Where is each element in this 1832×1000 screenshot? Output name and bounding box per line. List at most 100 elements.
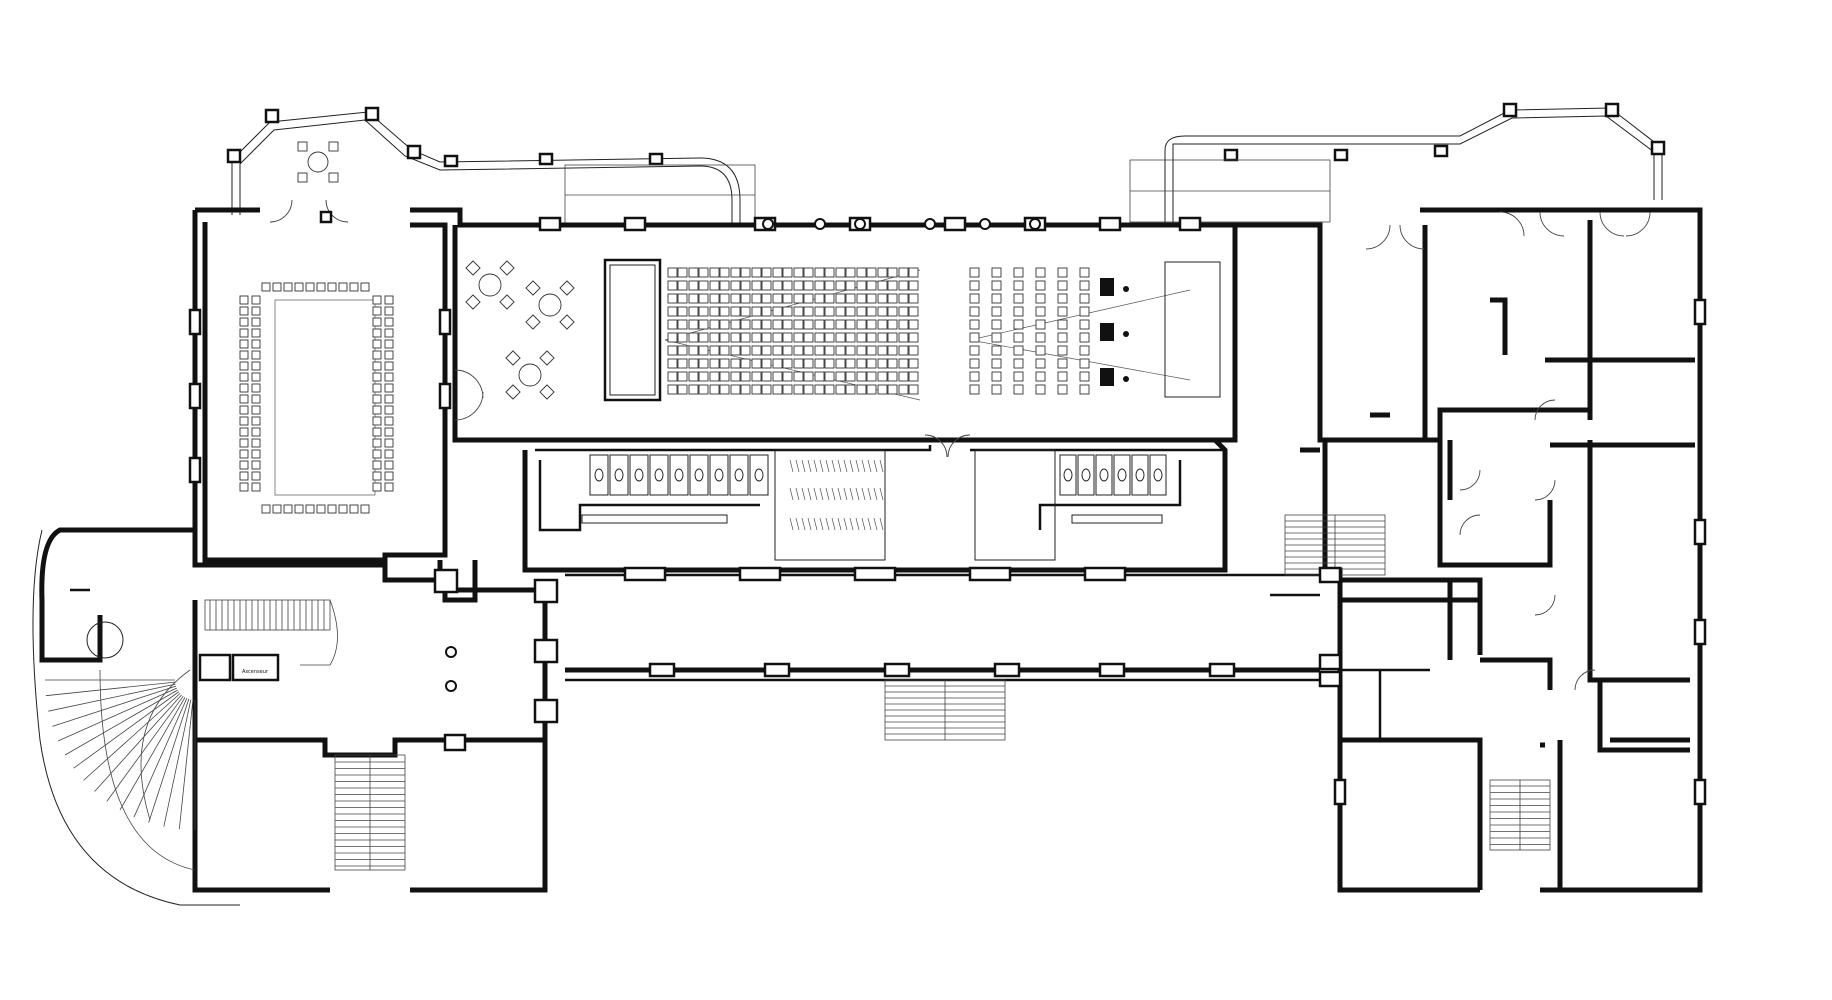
lecture-seat [740,293,751,304]
conference-chair [372,471,382,481]
lecture-seat [677,345,688,356]
west-staircase: Ascenseur [198,599,338,682]
round-table-chair [525,314,541,330]
lecture-seat [667,332,678,343]
lecture-seat [730,384,741,395]
corridor-pier [1083,566,1127,582]
round-table-chair [465,294,481,310]
lecture-seat [1035,293,1046,304]
conference-chair [239,394,249,404]
conference-chair [327,504,337,514]
lecture-seat [740,345,751,356]
lecture-seat [751,371,762,382]
lecture-seat [751,358,762,369]
facade-pier [1098,662,1126,678]
conference-chair [239,328,249,338]
conference-chair [294,282,304,292]
lecture-seat [898,345,909,356]
lecture-seat [991,280,1002,291]
round-table-chair [539,350,555,366]
east-stairs [1284,514,1551,851]
washbasin-mark [867,459,872,473]
lecture-seat [709,267,720,278]
lecture-seat [730,345,741,356]
terrace-pier [443,154,459,168]
washbasin-mark [807,517,812,531]
lecture-seat [1057,267,1068,278]
lecture-seat [803,371,814,382]
lecture-seat [803,306,814,317]
conference-chair [251,482,261,492]
conference-chair [372,449,382,459]
lecture-seat [898,306,909,317]
washbasin-mark [849,459,854,473]
toilet-stall [1059,454,1077,496]
lecture-seat [877,319,888,330]
lecture-seat [969,332,980,343]
lecture-seat [793,332,804,343]
toilet-stall [609,454,629,496]
lecture-seat [866,293,877,304]
washbasin-mark [807,487,812,501]
lecture-seat [1035,306,1046,317]
conference-chair [372,361,382,371]
lecture-seat [772,371,783,382]
lecture-seat [866,332,877,343]
lecture-seat [845,345,856,356]
toilet [1063,468,1073,482]
lecture-seat [887,384,898,395]
conference-chair [272,504,282,514]
toilet [1153,468,1163,482]
lecture-seat [730,319,741,330]
lecture-seat [1035,371,1046,382]
conference-chair [251,383,261,393]
washbasin-mark [795,459,800,473]
conference-chair [384,361,394,371]
lecture-seat [845,332,856,343]
lecture-seat [730,293,741,304]
lecture-seat [761,332,772,343]
lecture-seat [877,306,888,317]
lecture-seat [698,371,709,382]
lecture-seat [803,345,814,356]
lecture-seat [709,384,720,395]
round-table-chair [465,260,481,276]
lecture-seat [898,293,909,304]
toilet [614,468,624,482]
lecture-seat [887,358,898,369]
toilet-stall [1113,454,1131,496]
lecture-seat [730,280,741,291]
lounge [452,225,1238,443]
lecture-seat [866,371,877,382]
lecture-seat [730,332,741,343]
lecture-seat [835,345,846,356]
lecture-seat [969,267,980,278]
lecture-seat [751,293,762,304]
lecture-seat [782,293,793,304]
stair-tread [106,695,184,802]
lecture-seat [688,332,699,343]
lecture-seat [698,358,709,369]
lecture-seat [1079,358,1090,369]
north-pier [1178,216,1202,232]
lecture-seat [719,332,730,343]
lecture-seat [887,306,898,317]
lecture-seat [814,280,825,291]
lecture-seat [761,345,772,356]
lecture-seat [751,384,762,395]
lecture-seat [782,319,793,330]
washbasin-mark [795,487,800,501]
lecture-seat [814,384,825,395]
conference-chair [251,339,261,349]
lecture-seat [677,384,688,395]
lecture-seat [856,345,867,356]
lecture-seat [677,371,688,382]
corridor-pier [738,566,782,582]
toilet-stall [669,454,689,496]
lecture-seat [677,293,688,304]
round-table-chair [525,280,541,296]
lecture-seat [667,358,678,369]
toilet [714,468,724,482]
washbasin-mark [831,487,836,501]
lecture-seat [898,267,909,278]
